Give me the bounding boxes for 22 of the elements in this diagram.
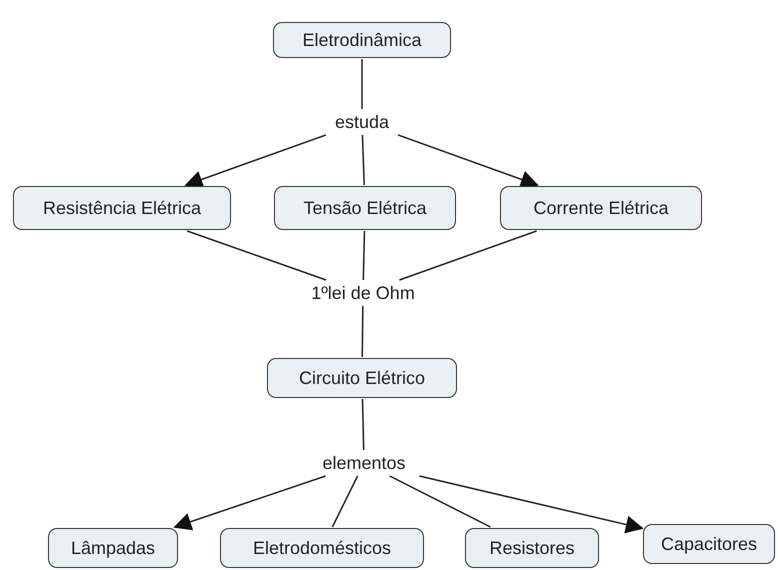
connector-line (332, 476, 358, 528)
connector-line (362, 230, 366, 280)
concept-box: Circuito Elétrico (267, 358, 457, 398)
connector-line (389, 475, 491, 528)
connector-line (361, 59, 363, 109)
concept-box: Tensão Elétrica (274, 186, 456, 230)
concept-box: Eletrodomésticos (220, 528, 424, 568)
arrow (419, 475, 644, 534)
arrow (398, 134, 539, 188)
connector-line (362, 398, 364, 450)
arrow (184, 134, 326, 188)
connector-line (362, 134, 365, 186)
concept-box: Corrente Elétrica (500, 186, 702, 230)
connector-line (362, 306, 364, 358)
concept-box: Resistores (465, 528, 599, 568)
concept-box: Lâmpadas (48, 528, 178, 568)
connector-line (399, 230, 537, 281)
concept-box: Eletrodinâmica (273, 22, 451, 58)
concept-box: Resistência Elétrica (13, 186, 231, 230)
arrow (173, 475, 326, 530)
concept-box: Capacitores (643, 524, 775, 564)
connector-line (186, 230, 326, 281)
